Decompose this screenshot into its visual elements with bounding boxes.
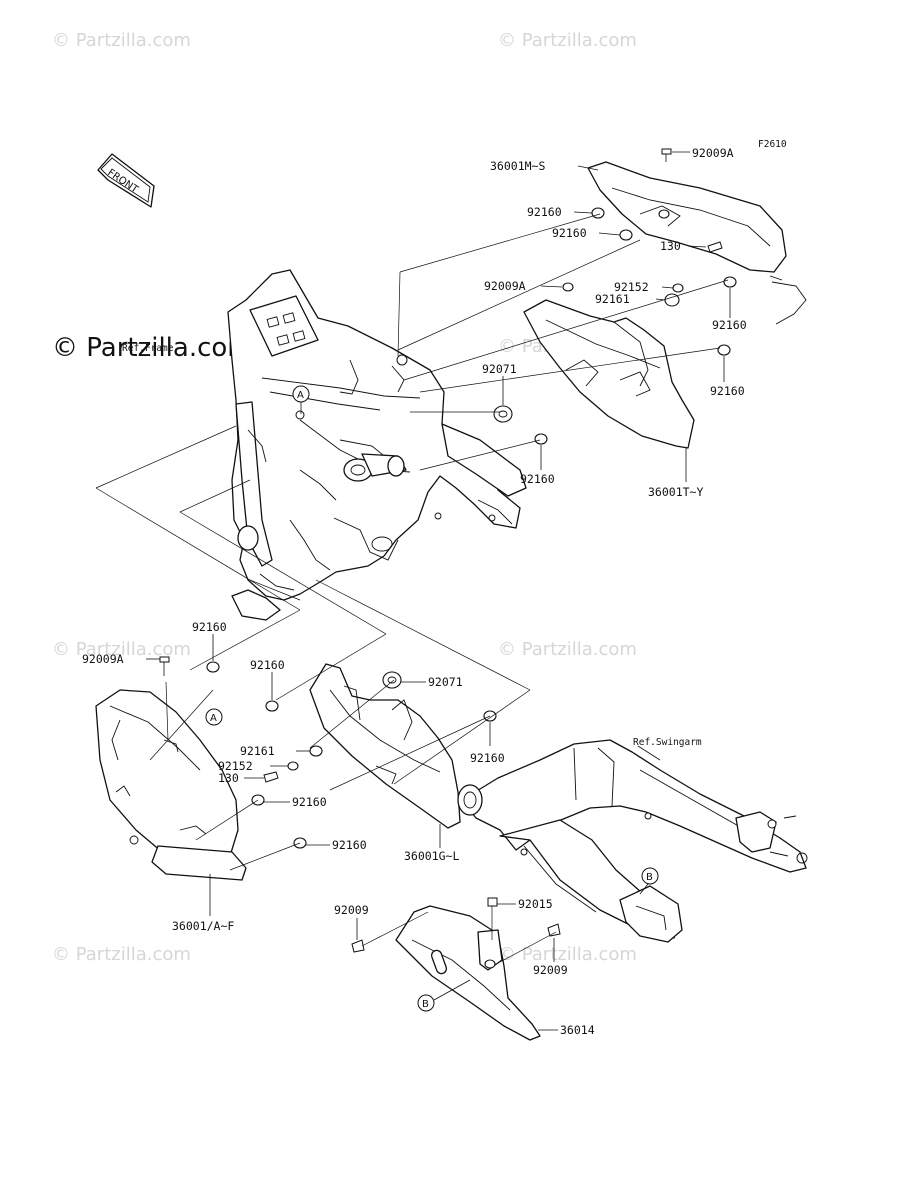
front-arrow-icon: FRONT — [97, 153, 155, 208]
watermark: © Partzilla.com — [498, 944, 637, 965]
part-label: 92009A — [484, 279, 526, 293]
part-label: 92160 — [470, 751, 505, 765]
part-label: 92009 — [334, 903, 369, 917]
marker-b-bottom: B — [417, 979, 471, 1012]
marker-a-left: A — [205, 708, 223, 726]
hardware — [159, 148, 737, 953]
part-label: 92160 — [712, 318, 747, 332]
part-label: 92161 — [595, 292, 630, 306]
figure-code: F2610 — [758, 139, 787, 150]
marker-b-label: B — [646, 872, 653, 883]
part-label: 92160 — [552, 226, 587, 240]
part-label: 36001/A~F — [172, 919, 234, 933]
ref-swingarm-label: Ref.Swingarm — [633, 737, 702, 748]
part-label: 92009 — [533, 963, 568, 977]
ref-frame-label: Ref.Frame — [122, 343, 174, 354]
part-label: 92161 — [240, 744, 275, 758]
part-labels: 36001M~S 92009A 92160 92160 92009A 130 9… — [82, 146, 747, 1037]
leader-lines — [146, 151, 731, 1031]
part-label: 92160 — [192, 620, 227, 634]
frame-assembly — [227, 269, 527, 621]
guard-36014 — [395, 905, 541, 1041]
part-label: 92009A — [82, 652, 124, 666]
watermark: © Partzilla.com — [498, 639, 637, 660]
watermark: © Partzilla.com — [498, 30, 637, 51]
part-label: 92071 — [428, 675, 463, 689]
cover-36001ms — [587, 161, 807, 325]
swingarm-assembly — [457, 739, 808, 943]
part-label: 92152 — [218, 759, 253, 773]
part-label: 92160 — [292, 795, 327, 809]
part-label: 92160 — [332, 838, 367, 852]
part-label: 92071 — [482, 362, 517, 376]
part-label: 36001G~L — [404, 849, 459, 863]
part-label: 92152 — [614, 280, 649, 294]
cover-36001af — [95, 689, 247, 881]
part-label: 92009A — [692, 146, 734, 160]
part-label: 92015 — [518, 897, 553, 911]
watermark-group: © Partzilla.com © Partzilla.com © Partzi… — [52, 30, 637, 965]
watermark-large: © Partzilla.com — [52, 333, 253, 363]
part-label: 130 — [660, 239, 681, 253]
watermark: © Partzilla.com — [52, 30, 191, 51]
marker-a-label: A — [297, 390, 304, 401]
watermark: © Partzilla.com — [52, 944, 191, 965]
marker-b-right: B — [639, 867, 659, 895]
marker-a-label: A — [210, 713, 217, 724]
marker-b-label: B — [422, 999, 429, 1010]
part-label: 92160 — [527, 205, 562, 219]
part-label: 36001M~S — [490, 159, 545, 173]
cover-36001ty — [523, 299, 695, 449]
marker-a-top: A — [292, 385, 310, 414]
part-label: 36001T~Y — [648, 485, 703, 499]
assembly-lines — [95, 213, 729, 963]
part-label: 130 — [218, 771, 239, 785]
part-label: 92160 — [710, 384, 745, 398]
watermark: © Partzilla.com — [52, 639, 191, 660]
part-label: 92160 — [250, 658, 285, 672]
part-label: 36014 — [560, 1023, 595, 1037]
part-label: 92160 — [520, 472, 555, 486]
